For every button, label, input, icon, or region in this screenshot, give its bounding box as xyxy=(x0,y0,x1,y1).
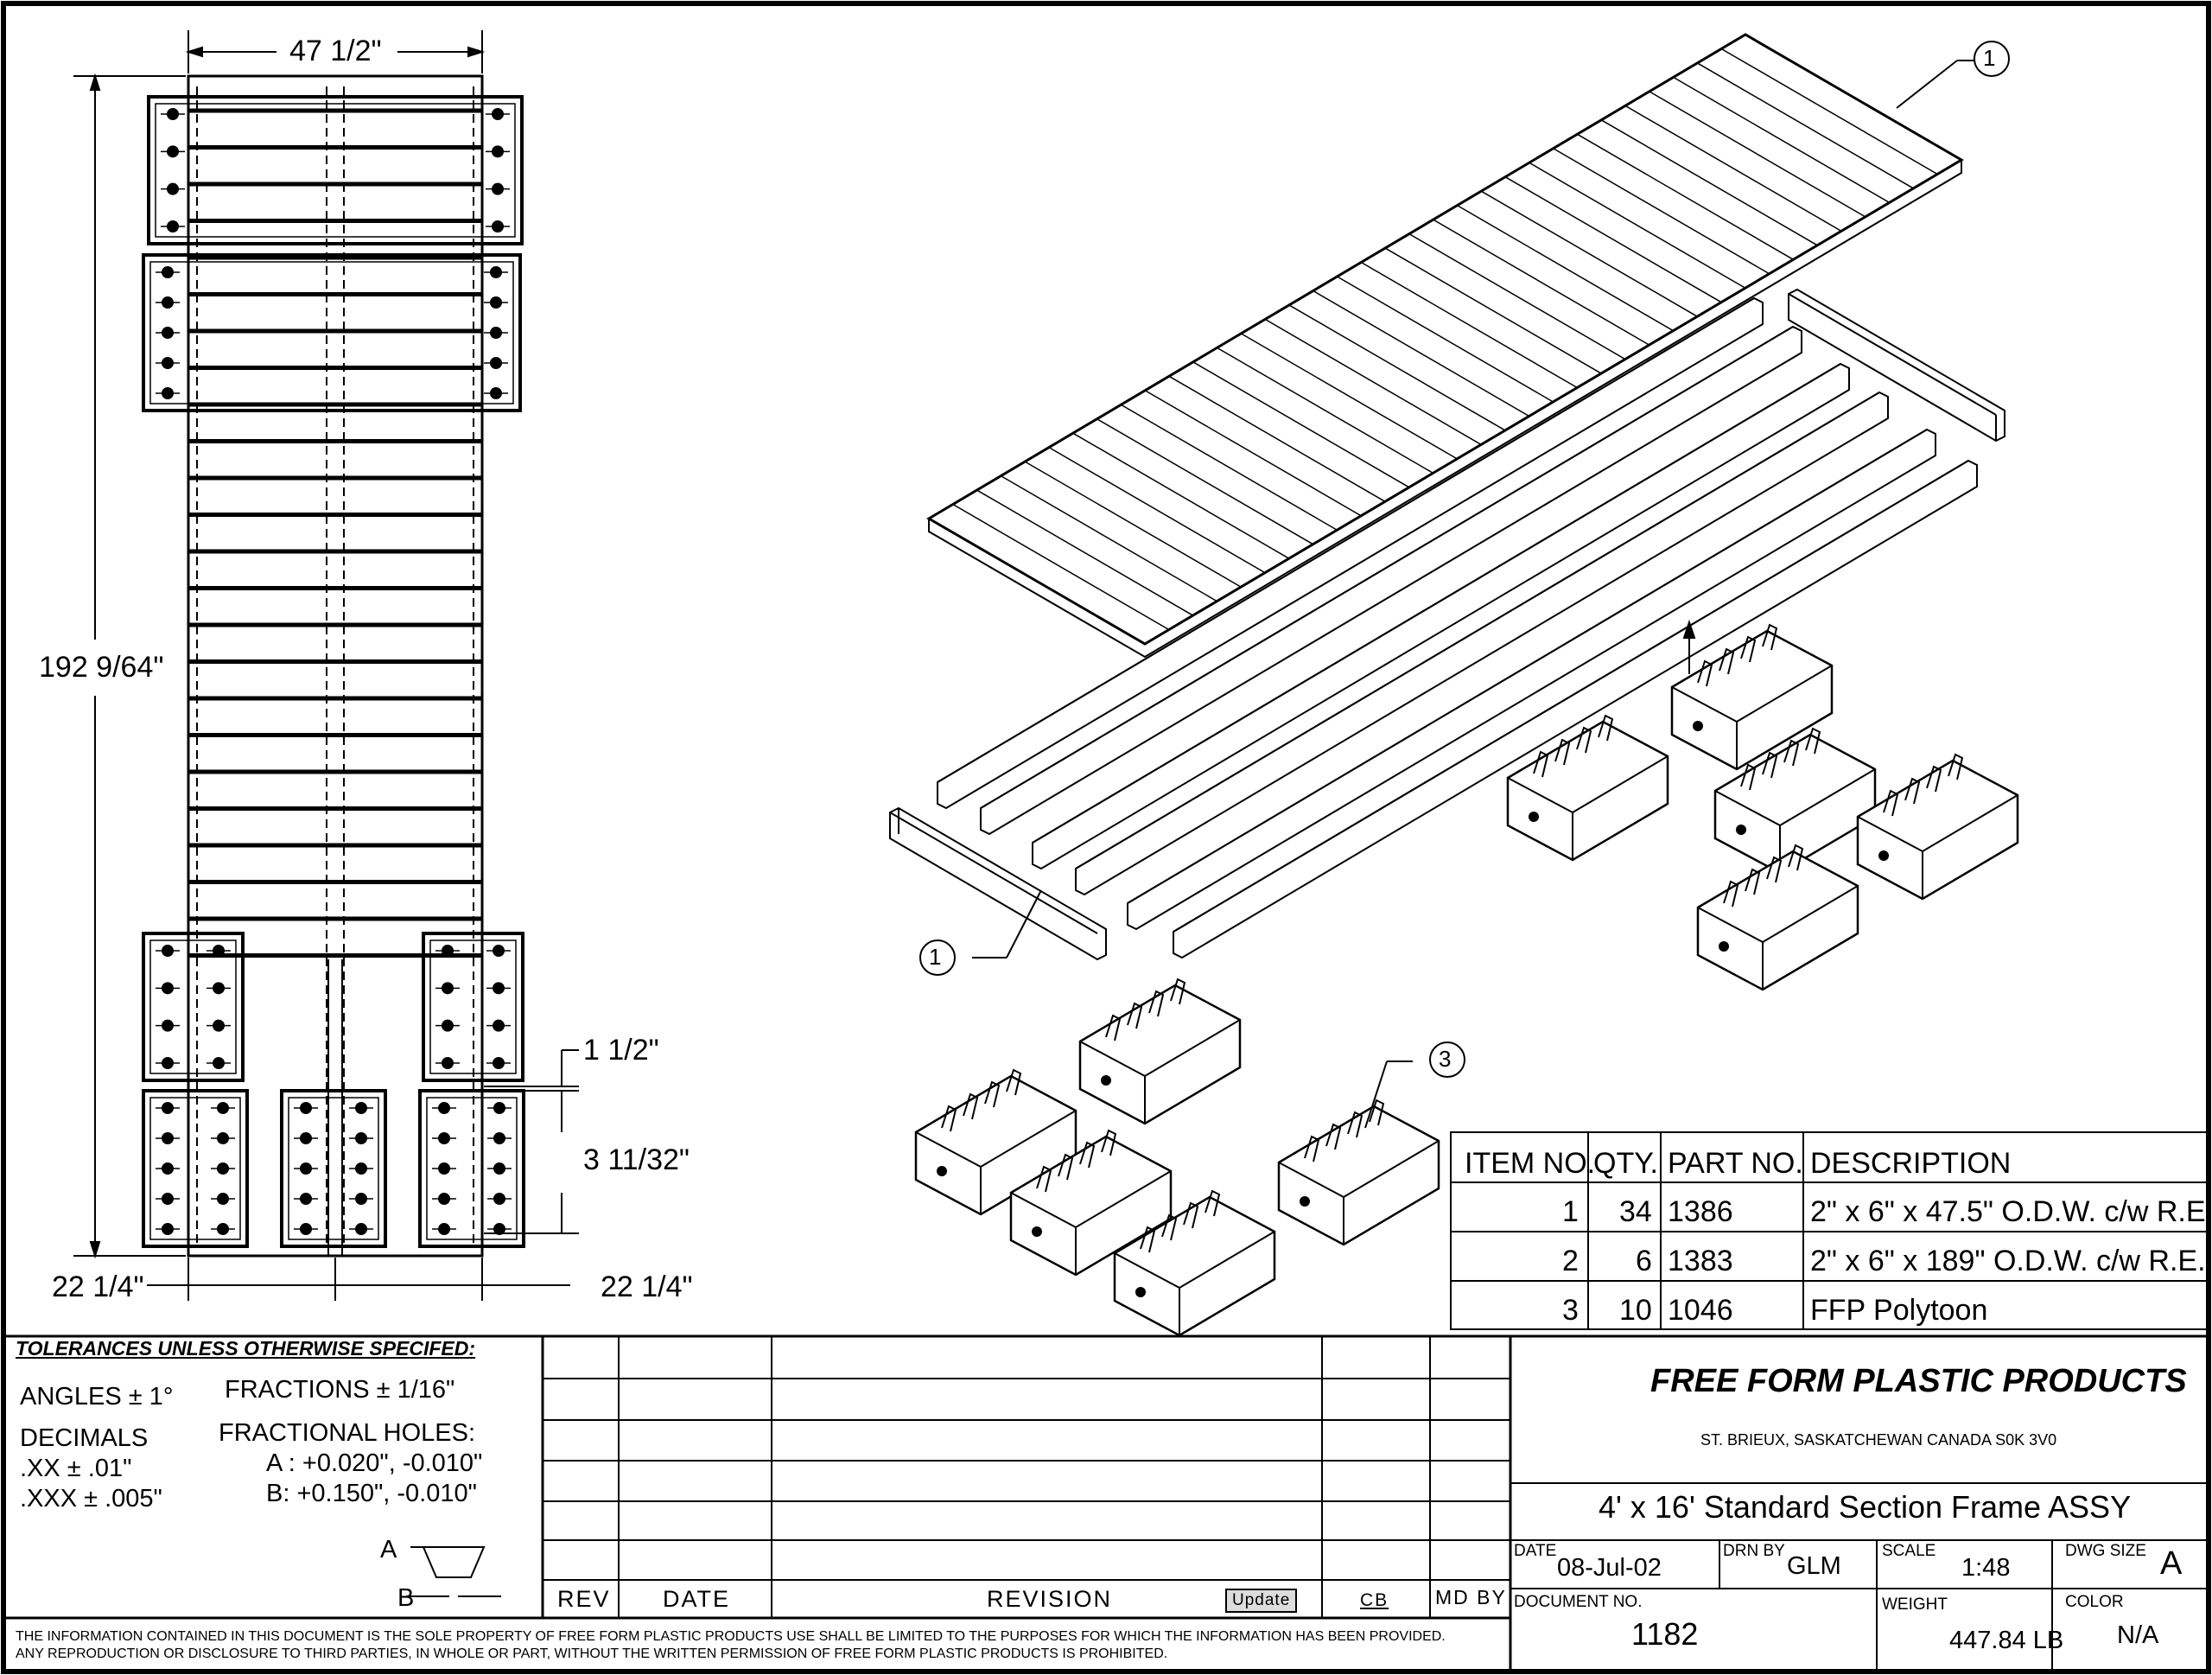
date-label: DATE xyxy=(1514,1542,1557,1560)
bom-table-lines xyxy=(1450,1131,2210,1330)
balloon-3 xyxy=(1429,1041,1465,1078)
balloon-1-top xyxy=(1974,41,2010,77)
tol-symbol-b: B xyxy=(397,1584,415,1612)
tol-symbol-a: A xyxy=(380,1536,397,1564)
tol-hole-b: B: +0.150", -0.010" xyxy=(266,1480,477,1507)
document-no-label: DOCUMENT NO. xyxy=(1514,1593,1643,1611)
iso-float-blocks xyxy=(914,623,2019,1337)
dim-board-gap: 1 1/2" xyxy=(583,1034,659,1067)
color-label: COLOR xyxy=(2065,1593,2124,1611)
dwg-size-label: DWG SIZE xyxy=(2065,1542,2146,1560)
tol-angles: ANGLES ± 1° xyxy=(20,1383,174,1411)
company-address: ST. BRIEUX, SASKATCHEWAN CANADA S0K 3V0 xyxy=(1700,1431,2057,1449)
document-no-value: 1182 xyxy=(1631,1616,1699,1652)
company-name: FREE FORM PLASTIC PRODUCTS xyxy=(1650,1363,2187,1399)
bom-row3-part: 1046 xyxy=(1668,1294,1733,1327)
tolerances-title: TOLERANCES UNLESS OTHERWISE SPECIFED: xyxy=(16,1337,476,1360)
bom-header-part: PART NO. xyxy=(1668,1147,1803,1180)
tol-xxx: .XXX ± .005" xyxy=(20,1485,162,1513)
deck-boards xyxy=(188,108,482,958)
date-header: DATE xyxy=(663,1586,731,1612)
scale-value: 1:48 xyxy=(1961,1554,2011,1582)
tol-xx: .XX ± .01" xyxy=(20,1455,132,1482)
tol-fractional-holes: FRACTIONAL HOLES: xyxy=(219,1419,476,1447)
bom-header-desc: DESCRIPTION xyxy=(1810,1147,2012,1180)
drn-by-value: GLM xyxy=(1787,1552,1841,1580)
bom-row3-item: 3 xyxy=(1562,1294,1579,1327)
balloon-3-label: 3 xyxy=(1439,1046,1452,1072)
disclaimer-line-1: THE INFORMATION CONTAINED IN THIS DOCUME… xyxy=(16,1629,1446,1644)
title-block-lines xyxy=(3,1334,2209,1672)
bom-header-qty: QTY. xyxy=(1593,1147,1658,1180)
disclaimer: THE INFORMATION CONTAINED IN THIS DOCUME… xyxy=(16,1628,1446,1663)
update-button[interactable]: Update xyxy=(1225,1589,1298,1613)
iso-deck-boards xyxy=(952,48,1938,631)
rev-header: REV xyxy=(557,1586,611,1612)
cb-header: CB xyxy=(1360,1590,1389,1610)
balloon-1-bottom xyxy=(919,939,956,976)
md-by-header: MD BY xyxy=(1435,1586,1507,1608)
dim-overall-length: 192 9/64" xyxy=(39,651,164,684)
revision-header: REVISION xyxy=(987,1586,1113,1612)
drawing-title: 4' x 16' Standard Section Frame ASSY xyxy=(1599,1489,2132,1525)
disclaimer-line-2: ANY REPRODUCTION OR DISCLOSURE TO THIRD … xyxy=(16,1646,1168,1661)
bom-row1-qty: 34 xyxy=(1619,1195,1652,1228)
bom-row2-qty: 6 xyxy=(1636,1245,1652,1277)
dim-right-offset: 22 1/4" xyxy=(601,1271,693,1303)
color-value: N/A xyxy=(2117,1621,2159,1649)
weight-value: 447.84 LB xyxy=(1949,1627,2064,1654)
tol-fractions: FRACTIONS ± 1/16" xyxy=(225,1376,455,1404)
scale-label: SCALE xyxy=(1882,1542,1936,1560)
balloon-1-top-label: 1 xyxy=(1983,45,1996,71)
deck-outline xyxy=(187,74,484,1258)
bom-row1-part: 1386 xyxy=(1668,1195,1733,1228)
bom-row2-desc: 2" x 6" x 189" O.D.W. c/w R.E. xyxy=(1810,1245,2206,1277)
bom-row2-part: 1383 xyxy=(1668,1245,1733,1277)
balloon-1-bottom-label: 1 xyxy=(929,944,942,970)
bom-row1-item: 1 xyxy=(1562,1195,1579,1228)
dwg-size-value: A xyxy=(2160,1545,2183,1582)
iso-stringers xyxy=(937,296,1978,959)
dim-board-width: 3 11/32" xyxy=(583,1143,690,1176)
isometric-view xyxy=(889,33,2019,1337)
dim-overall-width: 47 1/2" xyxy=(289,35,382,67)
bom-row2-item: 2 xyxy=(1562,1245,1579,1277)
dim-left-offset: 22 1/4" xyxy=(52,1271,144,1303)
bom-row1-desc: 2" x 6" x 47.5" O.D.W. c/w R.E. xyxy=(1810,1195,2212,1228)
tol-decimals: DECIMALS xyxy=(20,1424,149,1452)
bom-row3-qty: 10 xyxy=(1619,1294,1652,1327)
weight-label: WEIGHT xyxy=(1882,1595,1948,1614)
plan-view xyxy=(73,30,579,1301)
bom-header-item: ITEM NO. xyxy=(1465,1147,1596,1180)
drn-by-label: DRN BY xyxy=(1723,1542,1785,1560)
tol-hole-a: A : +0.020", -0.010" xyxy=(266,1449,483,1477)
bom-row3-desc: FFP Polytoon xyxy=(1810,1294,1988,1327)
date-value: 08-Jul-02 xyxy=(1557,1554,1662,1582)
float-blocks xyxy=(142,95,525,1248)
